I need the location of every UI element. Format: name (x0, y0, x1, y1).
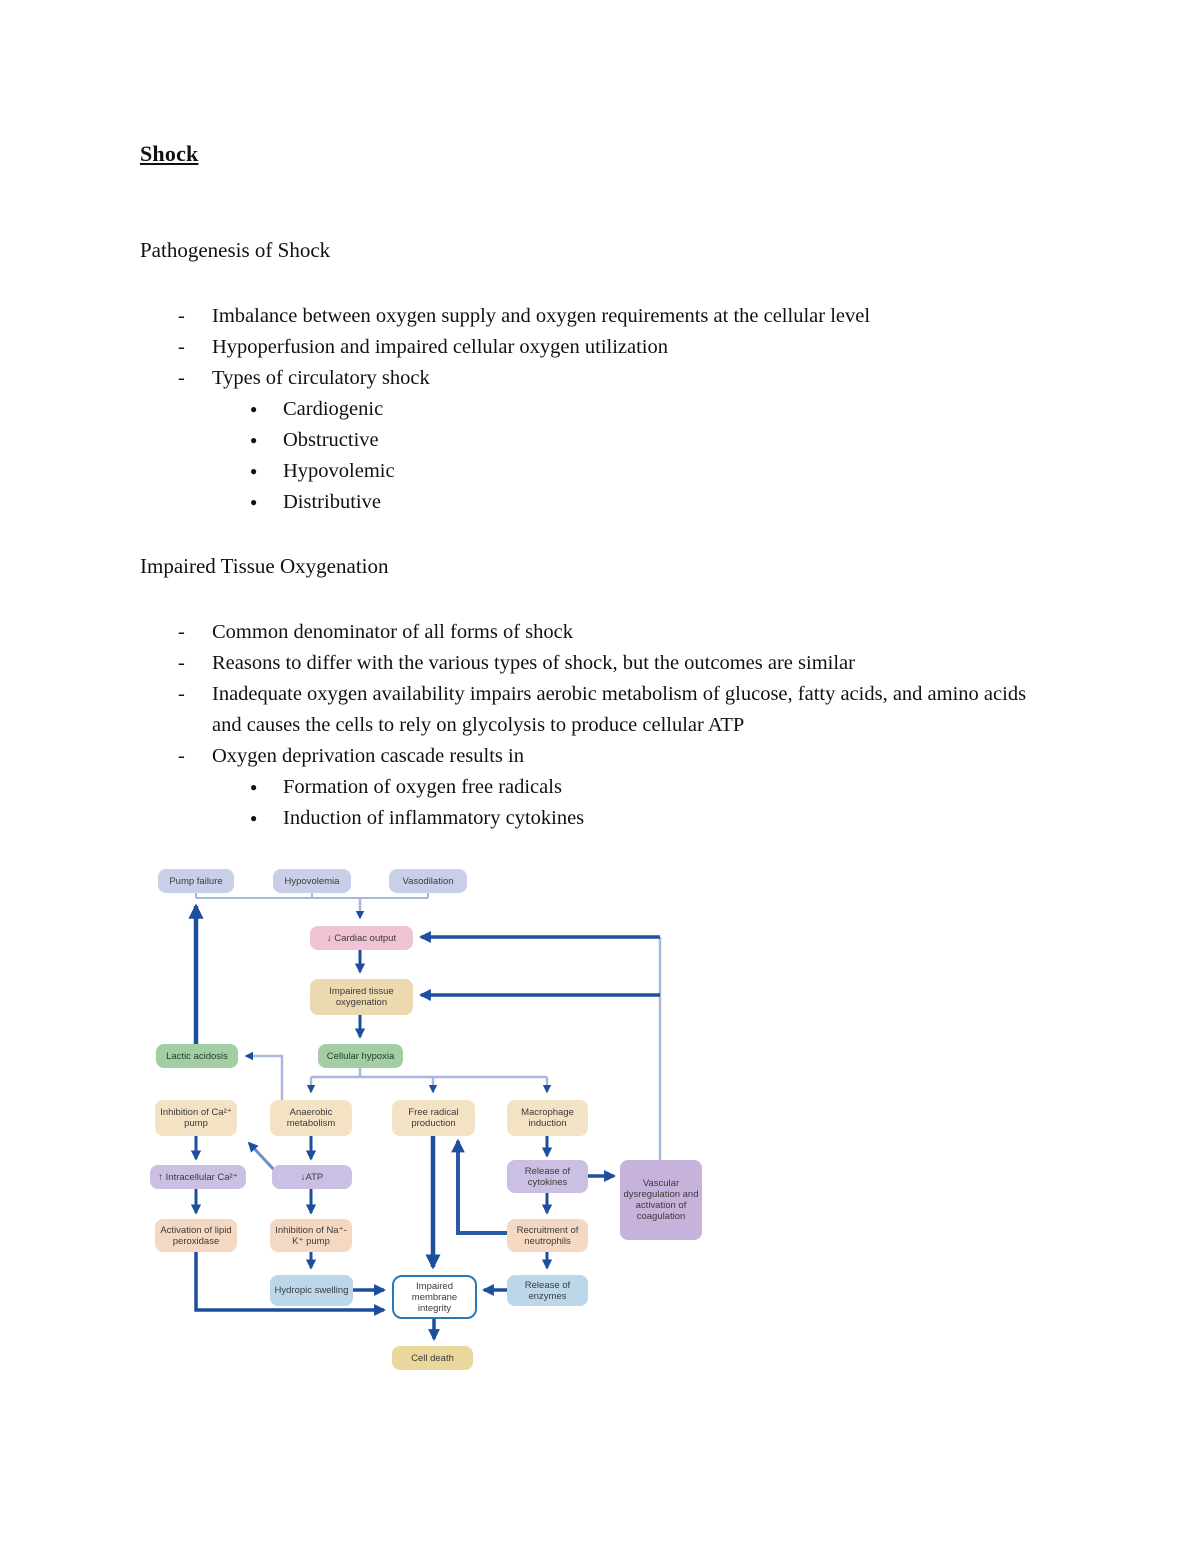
node-pump-failure: Pump failure (158, 869, 234, 893)
node-vascular-dysregulation: Vascular dysregulation and activation of… (620, 1160, 702, 1240)
list-item-sub: Obstructive (140, 425, 1040, 456)
node-impaired-membrane-integrity: Impaired membrane integrity (392, 1275, 477, 1319)
node-cell-death: Cell death (392, 1346, 473, 1370)
node-release-of-enzymes: Release of enzymes (507, 1275, 588, 1306)
list-item-sub: Hypovolemic (140, 456, 1040, 487)
node-decreased-atp: ↓ATP (272, 1165, 352, 1189)
list-item: Reasons to differ with the various types… (140, 648, 1040, 679)
list-item: Inadequate oxygen availability impairs a… (140, 679, 1040, 741)
impaired-oxygenation-list: Common denominator of all forms of shock… (140, 617, 1040, 834)
node-inhibition-na-k-pump: Inhibition of Na⁺-K⁺ pump (270, 1219, 352, 1252)
node-hydropic-swelling: Hydropic swelling (270, 1275, 353, 1306)
document-body: Shock Pathogenesis of Shock Imbalance be… (140, 141, 1040, 834)
list-item-sub: Formation of oxygen free radicals (140, 772, 1040, 803)
page-title: Shock (140, 141, 199, 166)
list-item: Oxygen deprivation cascade results in (140, 741, 1040, 772)
list-item-sub: Distributive (140, 487, 1040, 518)
list-item: Imbalance between oxygen supply and oxyg… (140, 301, 1040, 332)
node-hypovolemia: Hypovolemia (273, 869, 351, 893)
node-anaerobic-metabolism: Anaerobic metabolism (270, 1100, 352, 1136)
list-item: Hypoperfusion and impaired cellular oxyg… (140, 332, 1040, 363)
node-inhibition-ca-pump: Inhibition of Ca²⁺ pump (155, 1100, 237, 1136)
list-item-sub: Induction of inflammatory cytokines (140, 803, 1040, 834)
node-release-of-cytokines: Release of cytokines (507, 1160, 588, 1193)
section-heading-impaired-oxygenation: Impaired Tissue Oxygenation (140, 554, 389, 578)
list-item: Types of circulatory shock (140, 363, 1040, 394)
node-vasodilation: Vasodilation (389, 869, 467, 893)
node-cellular-hypoxia: Cellular hypoxia (318, 1044, 403, 1068)
shock-pathogenesis-flowchart: Pump failure Hypovolemia Vasodilation ↓ … (150, 862, 720, 1377)
list-item-sub: Cardiogenic (140, 394, 1040, 425)
node-lactic-acidosis: Lactic acidosis (156, 1044, 238, 1068)
node-recruitment-of-neutrophils: Recruitment of neutrophils (507, 1219, 588, 1252)
node-activation-lipid-peroxidase: Activation of lipid peroxidase (155, 1219, 237, 1252)
node-increased-intracellular-ca: ↑ Intracellular Ca²⁺ (150, 1165, 246, 1189)
node-free-radical-production: Free radical production (392, 1100, 475, 1136)
node-decreased-cardiac-output: ↓ Cardiac output (310, 926, 413, 950)
section-heading-pathogenesis: Pathogenesis of Shock (140, 238, 331, 262)
list-item: Common denominator of all forms of shock (140, 617, 1040, 648)
pathogenesis-list: Imbalance between oxygen supply and oxyg… (140, 301, 1040, 518)
node-impaired-tissue-oxygenation: Impaired tissue oxygenation (310, 979, 413, 1015)
flowchart-arrows (188, 893, 662, 1341)
node-macrophage-induction: Macrophage induction (507, 1100, 588, 1136)
